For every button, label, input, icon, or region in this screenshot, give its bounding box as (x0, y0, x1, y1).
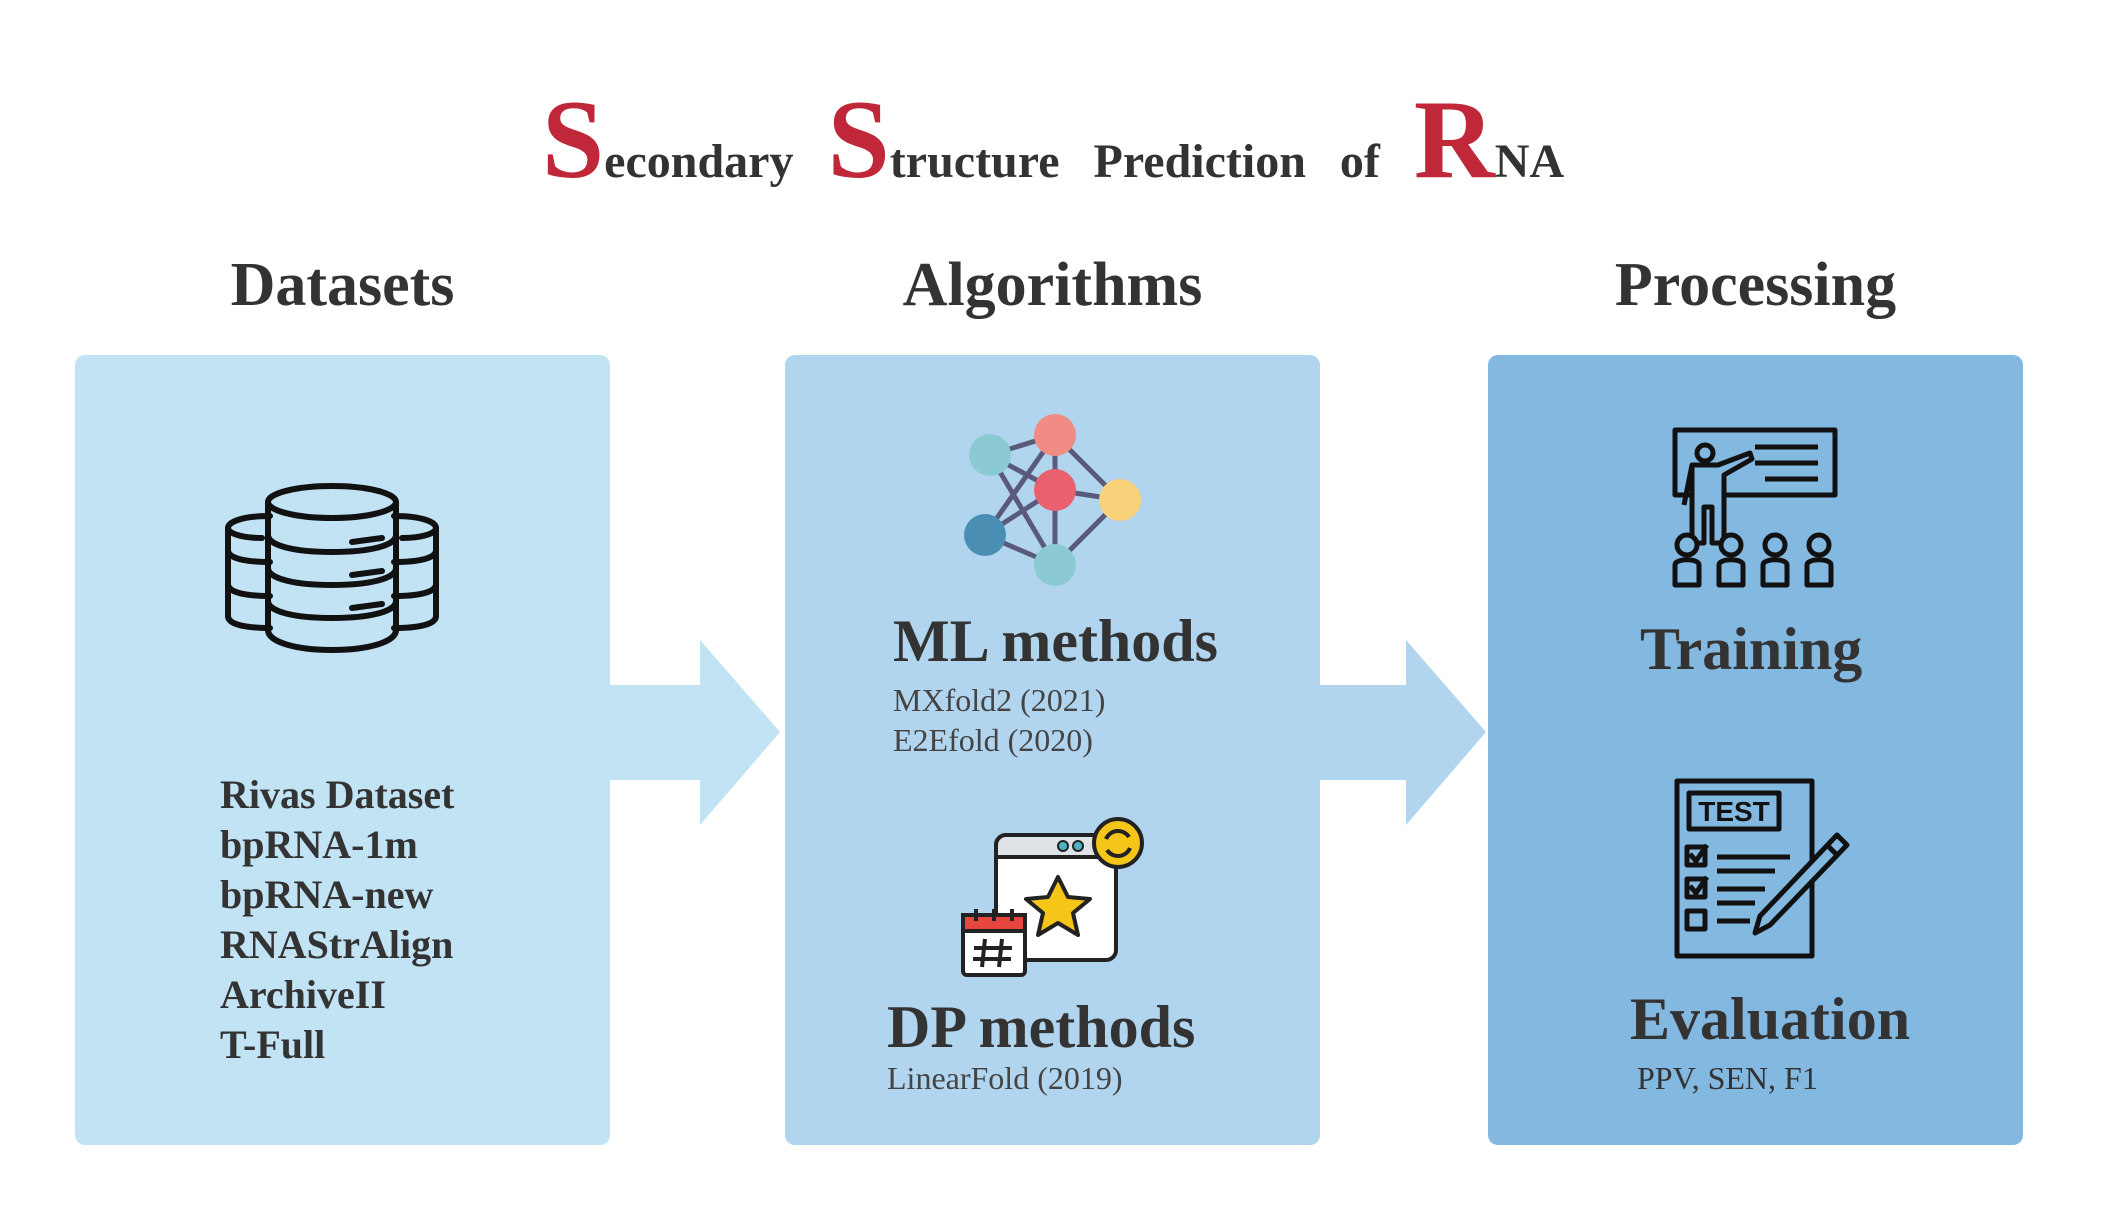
processing-panel (1488, 355, 2023, 1145)
datasets-heading: Datasets (230, 251, 455, 319)
dp-method-item: LinearFold (2019) (887, 1060, 1123, 1096)
dataset-item: bpRNA-1m (220, 822, 418, 867)
title-word-2: tructure (889, 135, 1060, 188)
title-word-5: NA (1494, 135, 1565, 188)
dataset-item: Rivas Dataset (220, 772, 455, 817)
ml-methods-title: ML methods (893, 608, 1219, 674)
title-word-1: econdary (604, 135, 794, 188)
ml-method-item: MXfold2 (2021) (893, 682, 1106, 718)
diagram-title: Secondary Structure Prediction of RNA (0, 76, 2106, 205)
evaluation-metrics: PPV, SEN, F1 (1637, 1060, 1818, 1096)
dataset-item: ArchiveII (220, 972, 386, 1017)
title-cap-s1: S (541, 78, 605, 202)
teacher-class-icon (1672, 427, 1838, 588)
title-cap-s2: S (827, 78, 890, 202)
title-word-3: Prediction (1093, 135, 1306, 188)
neural-network-icon (964, 414, 1141, 586)
dataset-item: T-Full (220, 1022, 326, 1067)
dataset-item: bpRNA-new (220, 872, 434, 917)
ml-methods-list: MXfold2 (2021) E2Efold (2020) (893, 680, 1105, 760)
algorithms-heading: Algorithms (902, 251, 1203, 319)
evaluation-title: Evaluation (1630, 986, 1911, 1052)
test-paper-icon: TEST (1674, 778, 1850, 959)
database-icon (225, 483, 439, 654)
title-cap-r: R (1413, 78, 1495, 202)
arrow-right-icon (608, 640, 780, 825)
ml-method-item: E2Efold (2020) (893, 722, 1093, 758)
arrow-right-icon (1318, 640, 1486, 825)
web-schedule-icon (961, 817, 1144, 977)
datasets-list: Rivas Dataset bpRNA-1m bpRNA-new RNAStrA… (220, 770, 454, 1070)
dataset-item: RNAStrAlign (220, 922, 454, 967)
dp-methods-title: DP methods (887, 994, 1196, 1060)
training-title: Training (1640, 616, 1863, 682)
title-word-4: of (1339, 135, 1380, 188)
processing-heading: Processing (1614, 251, 1897, 319)
test-label: TEST (1698, 796, 1770, 827)
